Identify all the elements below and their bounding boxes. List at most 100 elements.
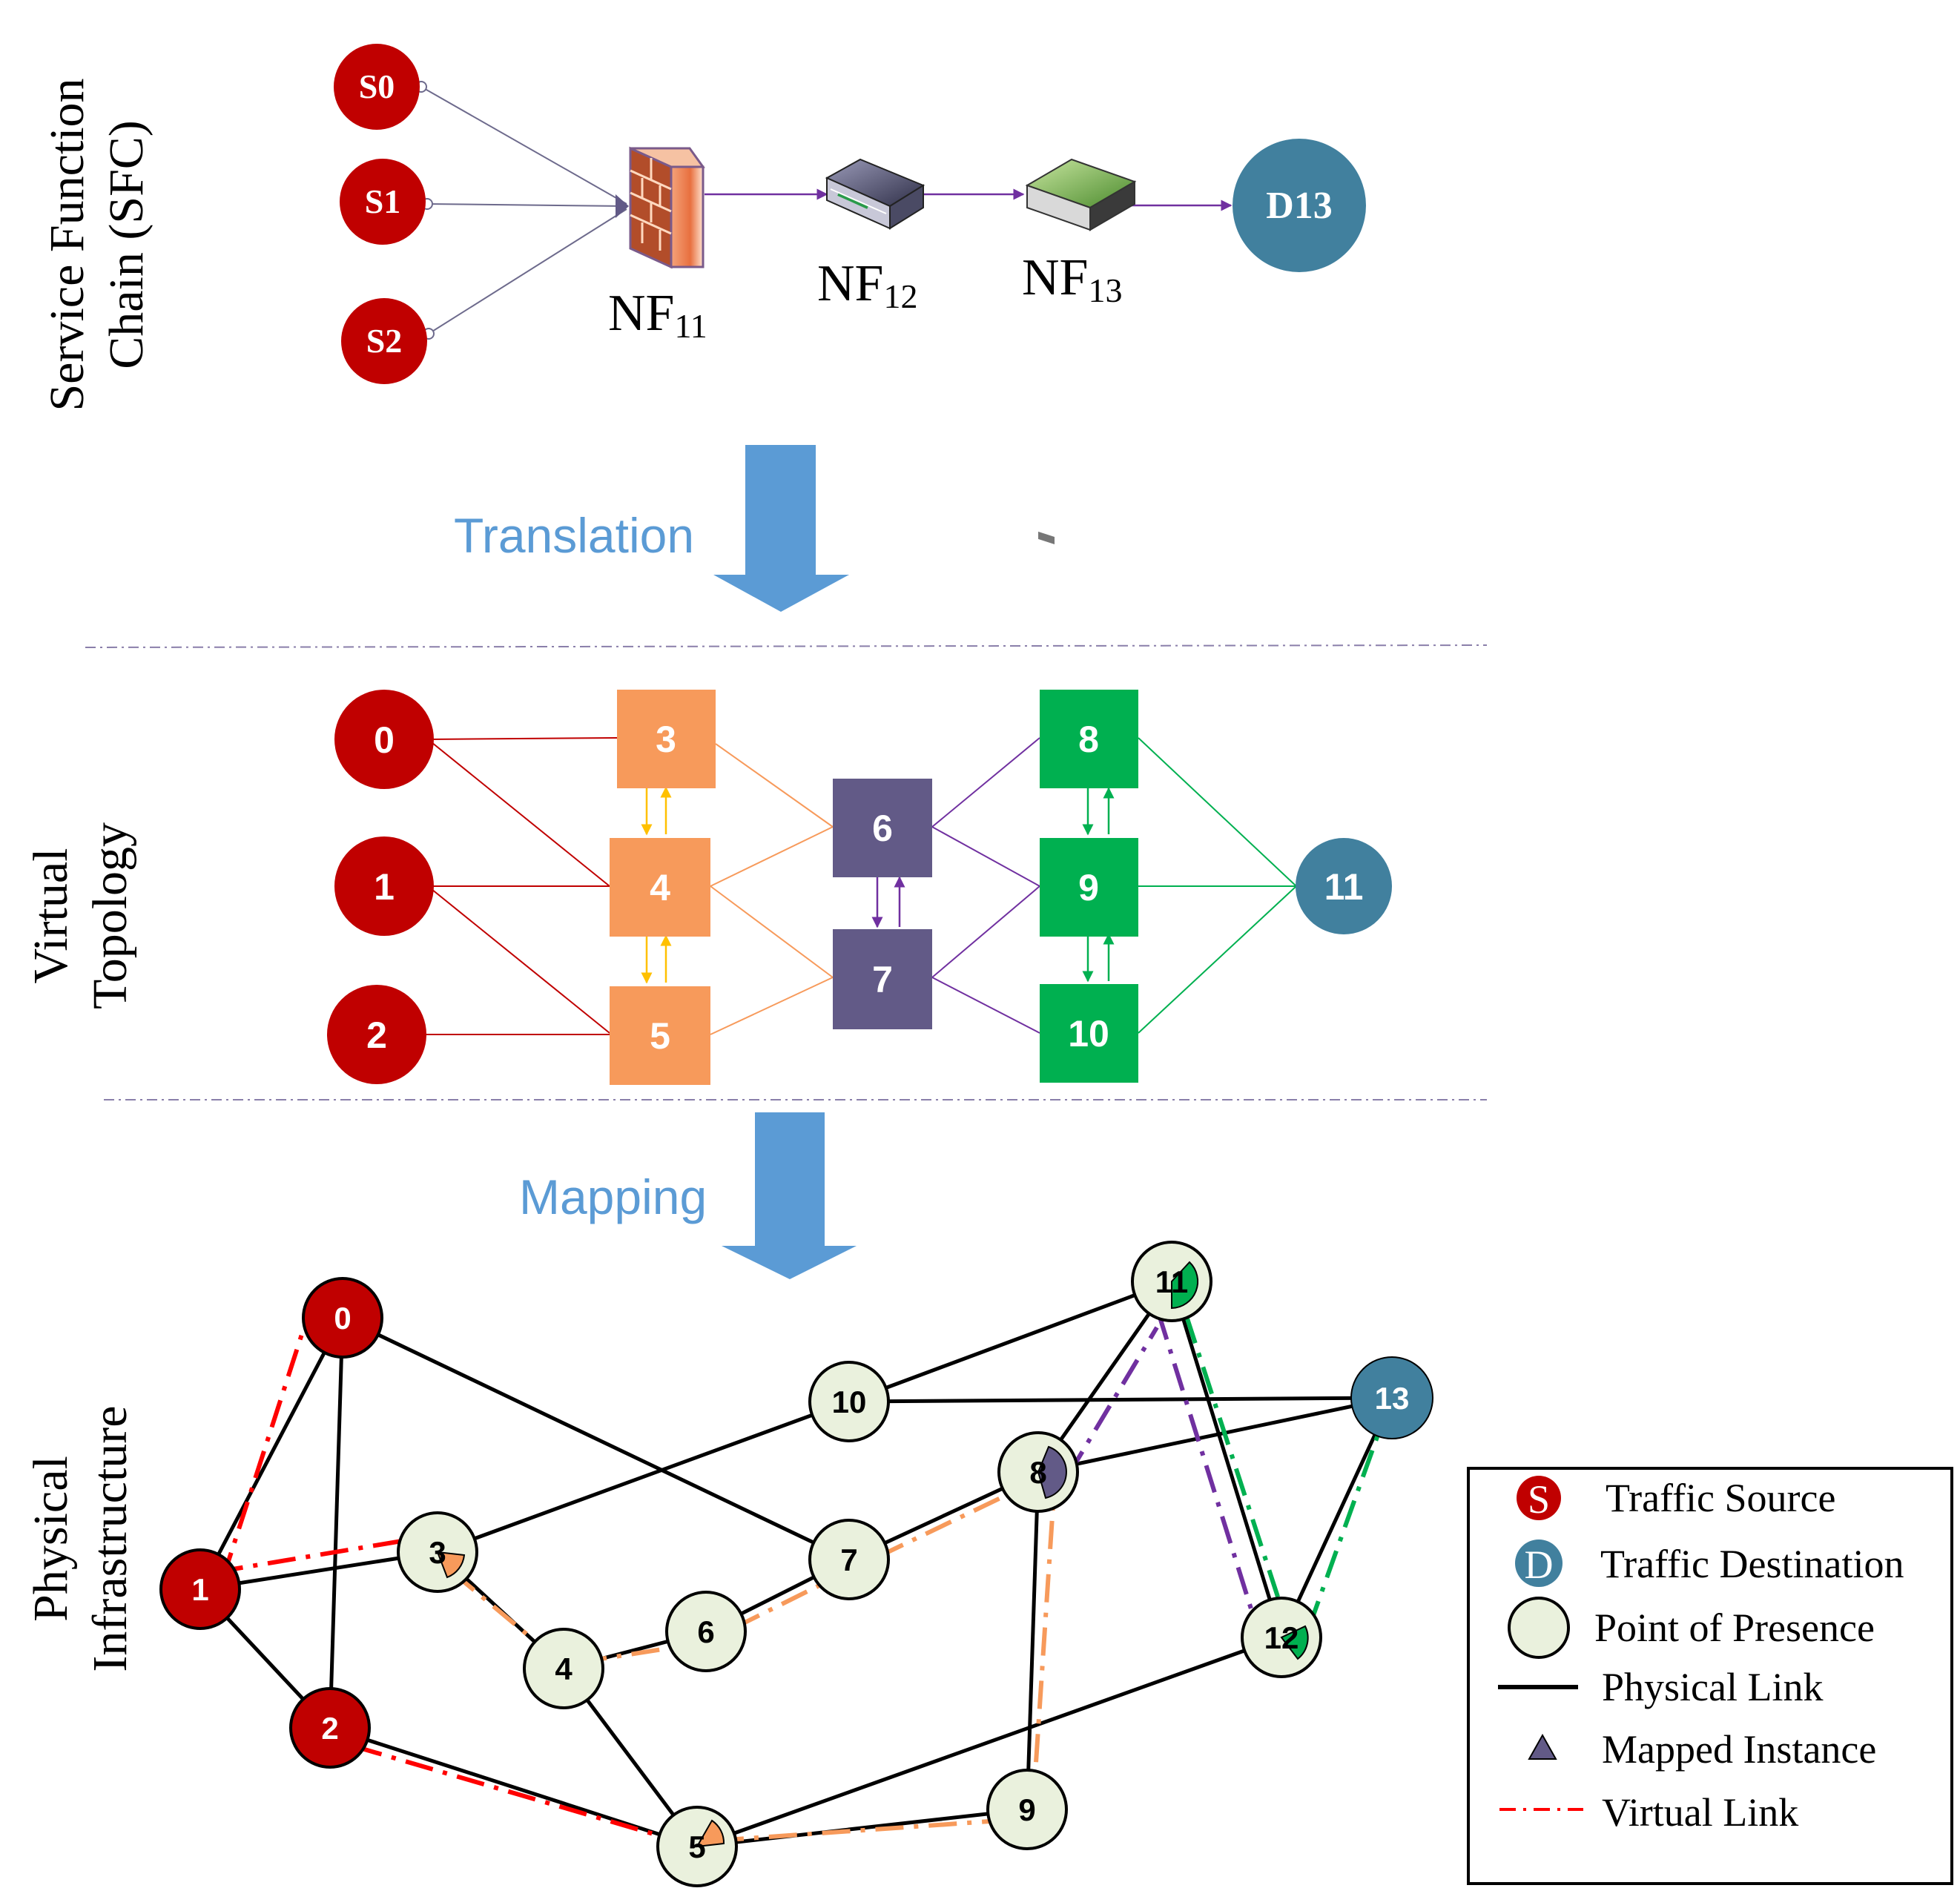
sfc-source-label: S0 <box>359 67 395 105</box>
virtual-node-10: 10 <box>1040 984 1138 1083</box>
sfc-link-s1-nf11 <box>426 203 627 207</box>
section-label-virtual-line2: Topology <box>83 822 137 1009</box>
legend-label: Traffic Destination <box>1600 1542 1904 1586</box>
physical-node-7: 7 <box>808 1519 890 1600</box>
physical-node-label: 12 <box>1264 1620 1299 1655</box>
virtual-node-3: 3 <box>617 690 716 788</box>
sfc-source-label: S1 <box>365 182 401 220</box>
mapped-instance-icon <box>1171 1261 1199 1310</box>
virtual-nodes: 0 1 2 3 4 5 6 7 <box>327 690 1392 1085</box>
mapping-label: Mapping <box>519 1169 707 1224</box>
section-label-sfc-line2: Chain (SFC) <box>99 120 154 369</box>
legend-item-virtual-link: Virtual Link <box>1499 1790 1798 1835</box>
legend-item-traffic-source: S Traffic Source <box>1517 1476 1835 1522</box>
down-arrow-icon <box>713 445 849 612</box>
mapped-instance-icon <box>696 1819 725 1848</box>
physical-node-label: 13 <box>1375 1381 1410 1416</box>
sfc-source-label: S2 <box>366 322 403 360</box>
virtual-node-8: 8 <box>1040 690 1138 788</box>
virtual-node-label: 0 <box>374 719 395 761</box>
sfc-destination-d13: D13 <box>1233 139 1366 272</box>
legend-item-point-of-presence: Point of Presence <box>1508 1597 1875 1659</box>
sfc-source-circle <box>334 44 420 130</box>
physical-node-5: 5 <box>656 1806 738 1887</box>
physical-nodes: 0 1 2 3 4 5 6 7 <box>159 1241 1433 1887</box>
physical-node-label: 6 <box>697 1614 714 1649</box>
virtual-node-label: 4 <box>650 867 670 908</box>
virtual-node-1: 1 <box>334 836 434 936</box>
physical-node-label: 10 <box>832 1385 867 1419</box>
physical-node-12: 12 <box>1241 1597 1322 1678</box>
legend-label: Physical Link <box>1602 1665 1823 1709</box>
nf12-switch-icon <box>825 158 925 230</box>
sfc-link-s0-nf11 <box>420 86 627 205</box>
mapping-arrow: Mapping <box>519 1112 857 1279</box>
legend-label: Traffic Source <box>1606 1476 1835 1520</box>
physical-node-6: 6 <box>665 1591 747 1672</box>
virtual-node-label: 7 <box>872 959 893 1000</box>
virtual-node-0: 0 <box>334 690 434 789</box>
nf13-label: NF13 <box>1022 249 1122 309</box>
sfc-source-circle <box>341 298 427 384</box>
virtual-node-6: 6 <box>833 779 932 877</box>
physical-node-label: 8 <box>1029 1455 1046 1490</box>
physical-node-4: 4 <box>523 1628 604 1709</box>
virtual-node-label: 11 <box>1324 866 1364 908</box>
translation-label: Translation <box>454 508 694 563</box>
virtual-node-7: 7 <box>833 929 932 1029</box>
virtual-link-paths <box>214 1312 1380 1843</box>
point-of-presence-icon <box>1508 1597 1570 1659</box>
legend-dest-glyph: D <box>1525 1542 1554 1587</box>
sfc-destination-label: D13 <box>1266 185 1333 227</box>
legend-item-physical-link: Physical Link <box>1498 1665 1823 1709</box>
mapped-instance-icon <box>1037 1445 1067 1499</box>
nf11-firewall-icon <box>629 146 705 269</box>
virtual-node-label: 5 <box>650 1015 670 1057</box>
virtual-node-2: 2 <box>327 985 426 1084</box>
legend-item-traffic-destination: D Traffic Destination <box>1515 1539 1904 1587</box>
sfc-destination-circle <box>1233 139 1366 272</box>
physical-node-label: 5 <box>688 1829 705 1864</box>
section-label-sfc-line1: Service Function <box>40 78 94 411</box>
physical-node-label: 0 <box>334 1301 351 1336</box>
physical-node-label: 3 <box>429 1535 446 1570</box>
physical-node-9: 9 <box>986 1769 1068 1850</box>
physical-node-label: 1 <box>191 1572 208 1607</box>
physical-node-0: 0 <box>302 1277 383 1359</box>
virtual-node-11: 11 <box>1296 838 1392 934</box>
mapped-instance-icon <box>436 1551 466 1579</box>
section-divider-top <box>85 644 1488 648</box>
virtual-node-label: 2 <box>366 1014 387 1056</box>
virtual-node-9: 9 <box>1040 838 1138 937</box>
translation-arrow: Translation <box>454 445 849 612</box>
section-label-virtual: Virtual Topology <box>24 822 137 1009</box>
section-label-virtual-line1: Virtual <box>24 848 78 984</box>
virtual-node-label: 3 <box>656 719 676 760</box>
section-label-physical-line1: Physical <box>24 1456 78 1622</box>
physical-node-13: 13 <box>1350 1356 1433 1439</box>
sfc-source-s2: S2 <box>341 298 427 384</box>
legend-box <box>1467 1467 1953 1885</box>
mapped-instance-icon <box>1528 1733 1557 1760</box>
physical-node-1: 1 <box>159 1548 241 1630</box>
section-label-sfc: Service Function Chain (SFC) <box>40 78 154 411</box>
legend: S Traffic Source D Traffic Destination P… <box>1467 1467 1953 1885</box>
physical-node-label: 9 <box>1018 1792 1035 1827</box>
virtual-node-label: 1 <box>374 866 395 908</box>
physical-links <box>198 1279 1394 1849</box>
sfc-source-s0: S0 <box>334 44 420 130</box>
physical-node-10: 10 <box>808 1361 890 1442</box>
sfc-source-circle <box>340 159 426 245</box>
traffic-destination-icon <box>1515 1539 1563 1587</box>
legend-source-glyph: S <box>1528 1477 1550 1522</box>
virtual-links <box>424 737 1297 1035</box>
traffic-source-icon <box>1517 1476 1561 1520</box>
physical-node-3: 3 <box>397 1511 478 1593</box>
nf11-label: NF11 <box>608 285 707 345</box>
virtual-node-4: 4 <box>610 838 710 937</box>
virtual-node-label: 9 <box>1078 867 1099 908</box>
section-label-physical-line2: Infrastructure <box>83 1405 137 1671</box>
physical-node-label: 4 <box>555 1651 573 1686</box>
legend-item-mapped-instance: Mapped Instance <box>1528 1727 1876 1772</box>
section-label-physical: Physical Infrastructure <box>24 1405 137 1671</box>
